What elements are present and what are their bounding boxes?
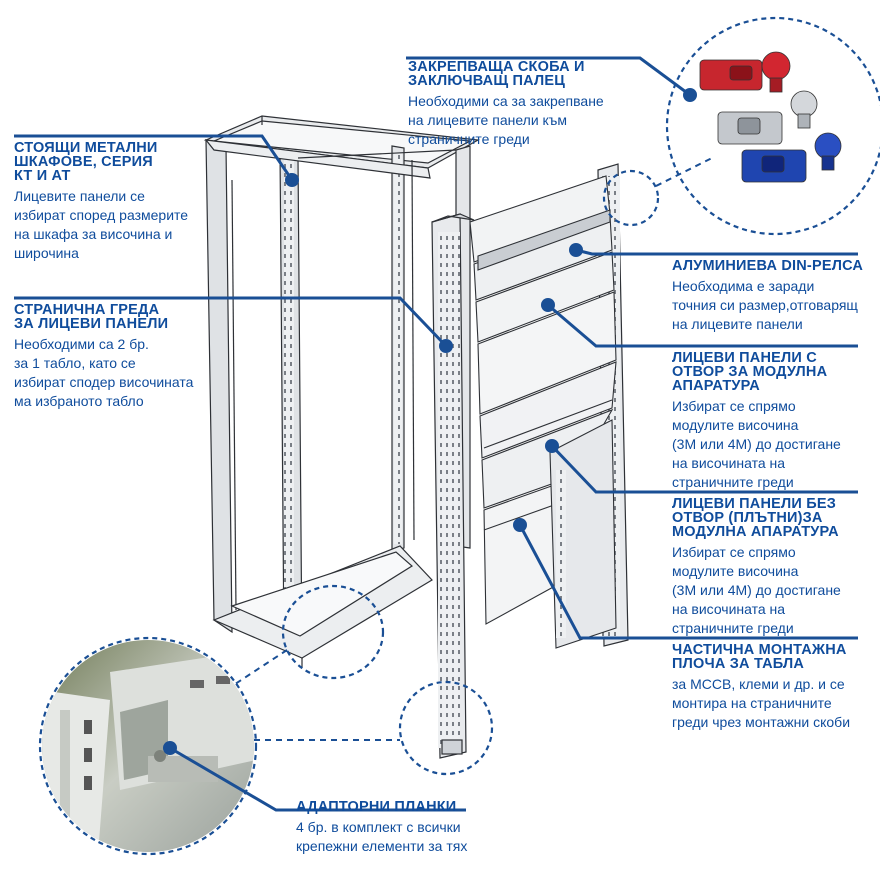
label-title: АДАПТОРНИ ПЛАНКИ <box>296 799 457 815</box>
label-side-beam: СТРАНИЧНА ГРЕДА ЗА ЛИЦЕВИ ПАНЕЛИ Необход… <box>14 303 193 411</box>
label-description: Лицевите панели се избират според размер… <box>14 188 189 261</box>
label-din-rail: АЛУМИНИЕВА DIN-РЕЛСА Необходима е заради… <box>672 259 863 334</box>
label-title: ЗАКРЕПВАЩА СКОБА И ЗАКЛЮЧВАЩ ПАЛЕЦ <box>408 59 585 89</box>
label-title: СТОЯЩИ МЕТАЛНИ ШКАФОВЕ, СЕРИЯ КТ И АТ <box>14 140 158 184</box>
front-panels <box>469 175 617 625</box>
callout-dashed-lines <box>225 157 713 741</box>
label-panels-with-opening: ЛИЦЕВИ ПАНЕЛИ С ОТВОР ЗА МОДУЛНА АПАРАТУ… <box>672 351 841 492</box>
adapter-photo <box>42 640 254 852</box>
label-panels-blank: ЛИЦЕВИ ПАНЕЛИ БЕЗ ОТВОР (ПЛЪТНИ)ЗА МОДУЛ… <box>672 497 841 638</box>
label-description: Необходими са 2 бр. за 1 табло, като се … <box>14 336 194 409</box>
label-lock-bracket: ЗАКРЕПВАЩА СКОБА И ЗАКЛЮЧВАЩ ПАЛЕЦ Необх… <box>408 60 604 149</box>
label-title: ЛИЦЕВИ ПАНЕЛИ БЕЗ ОТВОР (ПЛЪТНИ)ЗА МОДУЛ… <box>672 496 839 540</box>
label-adapter: АДАПТОРНИ ПЛАНКИ 4 бр. в комплект с всич… <box>296 800 467 856</box>
callout-circles <box>38 16 880 856</box>
leader-dots <box>163 88 697 755</box>
label-description: 4 бр. в комплект с всички крепежни елеме… <box>296 819 468 854</box>
label-mounting-plate: ЧАСТИЧНА МОНТАЖНА ПЛОЧА ЗА ТАБЛА за MCCB… <box>672 643 850 732</box>
mounting-plate <box>549 419 617 649</box>
label-description: за MCCB, клеми и др. и се монтира на стр… <box>672 676 851 730</box>
label-description: Необходими са за закрепване на лицевите … <box>408 93 604 147</box>
label-description: Избират се спрямо модулите височина (3М … <box>672 398 841 490</box>
lock-brackets-detail <box>699 51 842 183</box>
label-description: Избират се спрямо модулите височина (3М … <box>672 544 841 636</box>
label-title: ЧАСТИЧНА МОНТАЖНА ПЛОЧА ЗА ТАБЛА <box>672 642 847 672</box>
label-title: ЛИЦЕВИ ПАНЕЛИ С ОТВОР ЗА МОДУЛНА АПАРАТУ… <box>672 350 828 394</box>
leader-lines <box>14 56 858 812</box>
label-title: АЛУМИНИЕВА DIN-РЕЛСА <box>672 258 864 274</box>
label-title: СТРАНИЧНА ГРЕДА ЗА ЛИЦЕВИ ПАНЕЛИ <box>14 302 169 332</box>
label-cabinets: СТОЯЩИ МЕТАЛНИ ШКАФОВЕ, СЕРИЯ КТ И АТ Ли… <box>14 141 188 263</box>
label-description: Необходима е заради точния си размер,отг… <box>672 278 858 332</box>
